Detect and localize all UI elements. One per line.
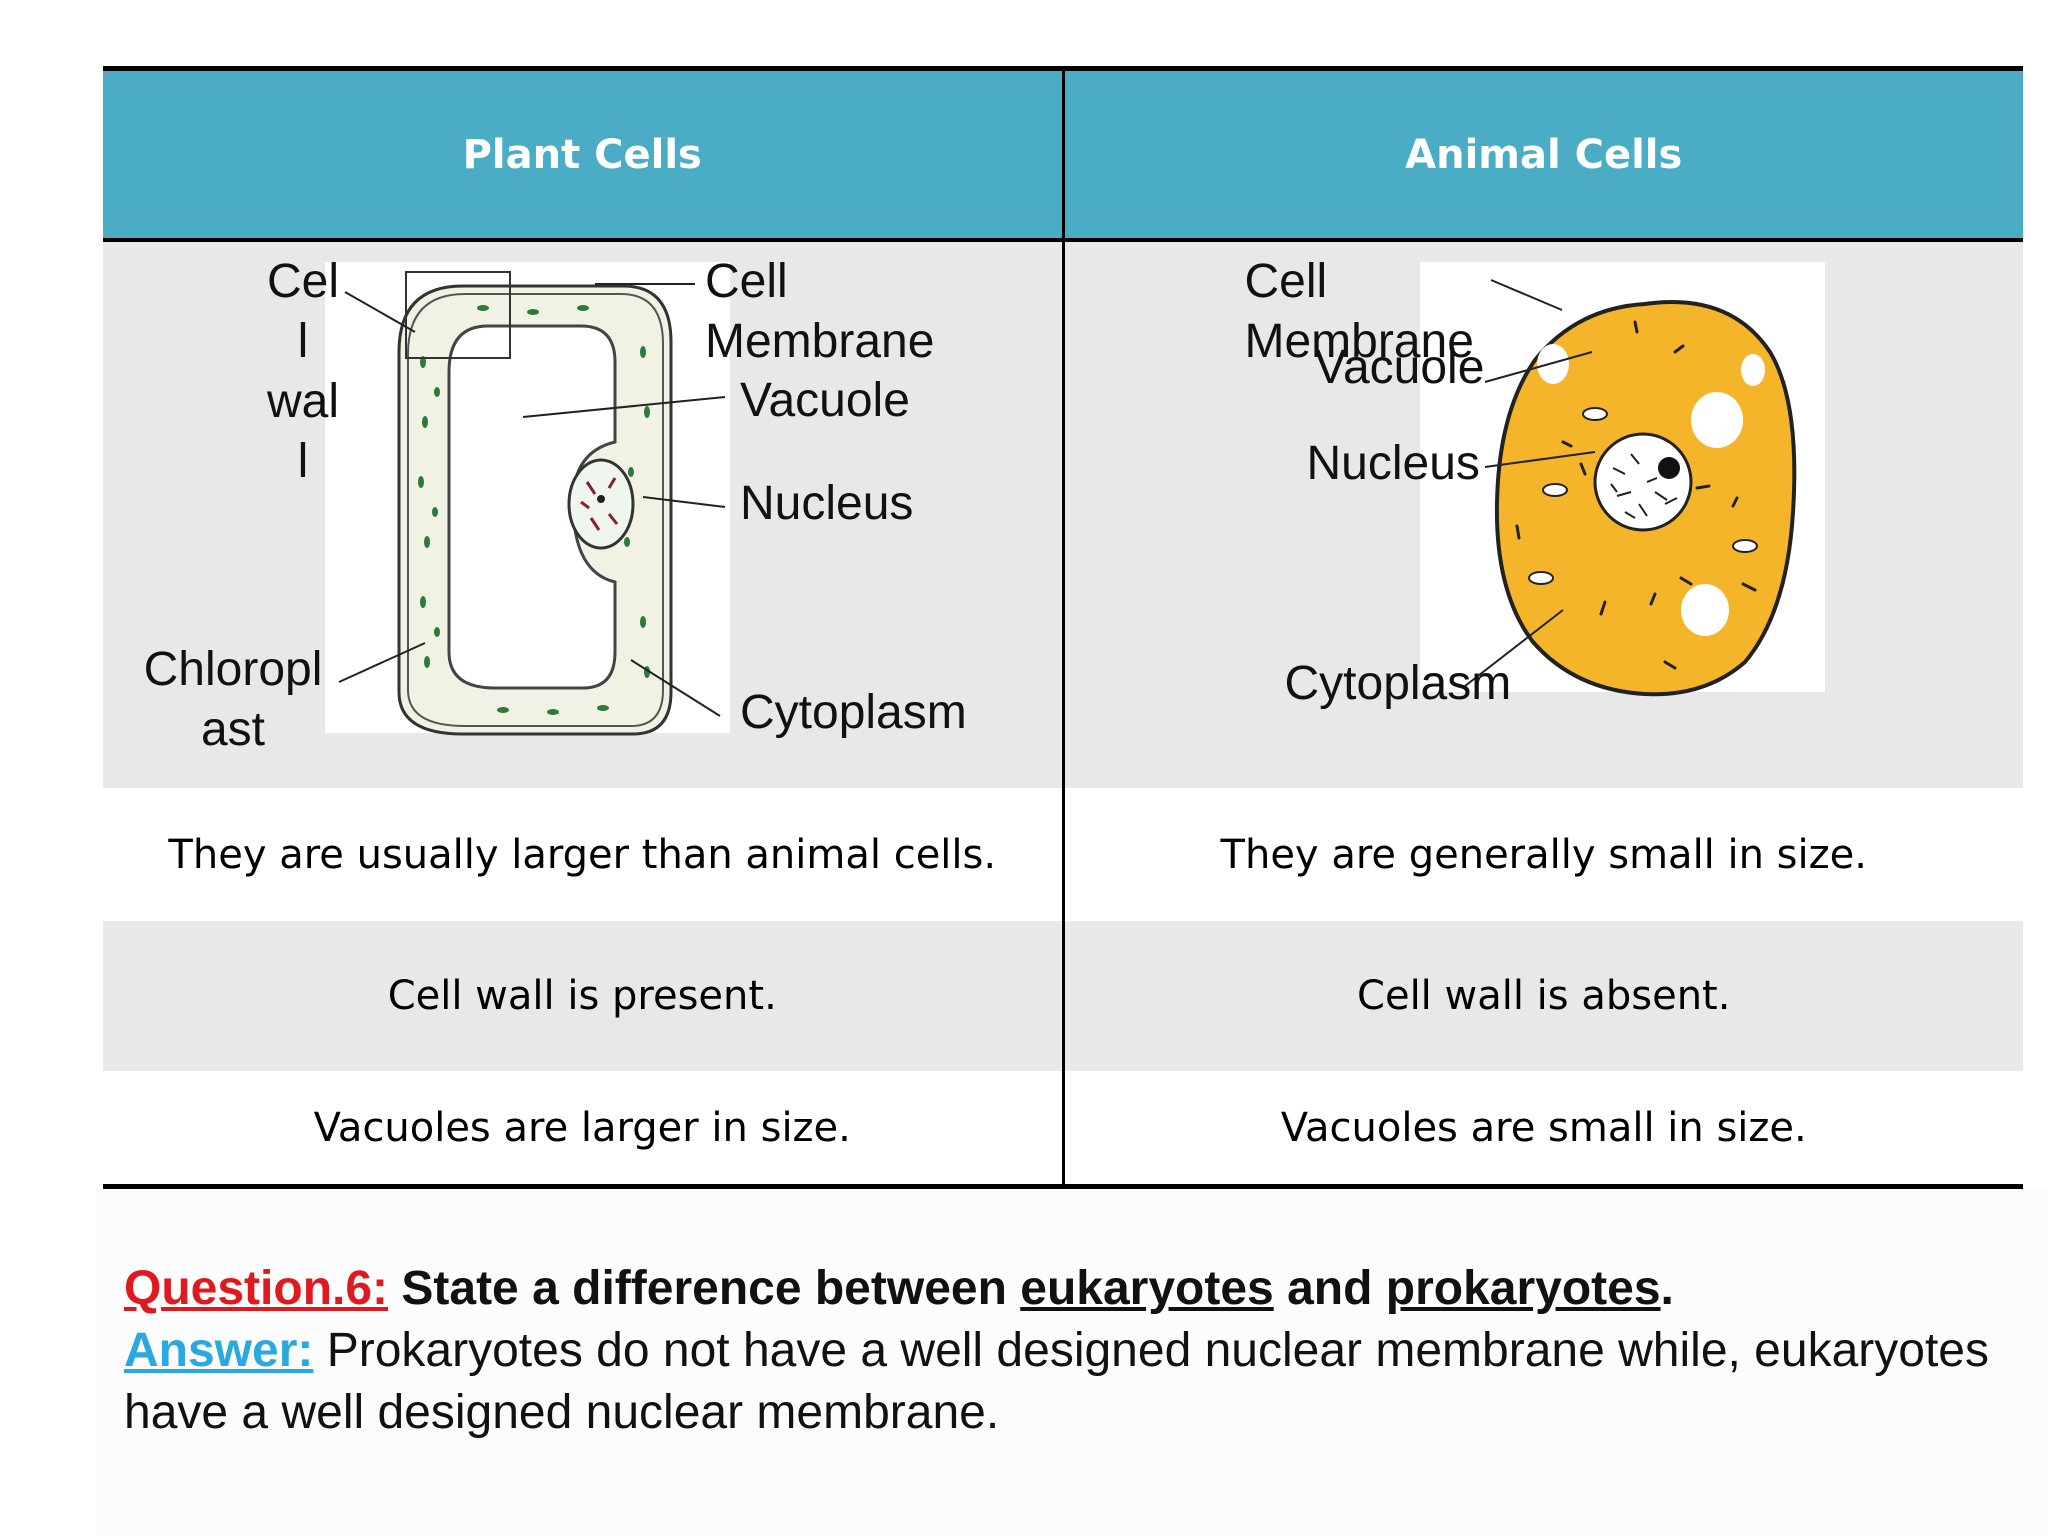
bottom-panel xyxy=(96,1190,2048,1536)
question-term-eukaryotes: eukaryotes xyxy=(1020,1262,1274,1315)
plant-label-cytoplasm: Cytoplasm xyxy=(740,686,967,739)
animal-vacuole-cell: Vacuoles are small in size. xyxy=(1061,1071,2023,1189)
question-end: . xyxy=(1660,1262,1674,1315)
animal-label-vacuole: Vacuole xyxy=(1314,341,1485,394)
answer-text: Prokaryotes do not have a well designed … xyxy=(124,1324,1989,1439)
plant-label-cell-wall: Cel l wal l xyxy=(266,255,340,488)
animal-cell-wall-cell: Cell wall is absent. xyxy=(1061,921,2023,1071)
animal-label-nucleus: Nucleus xyxy=(1306,437,1480,490)
plant-cell-diagram: Cel l wal l Cell Membrane Vacuole Nucleu… xyxy=(103,242,1063,788)
plant-label-cell-membrane: Cell Membrane xyxy=(705,255,935,368)
animal-leader-lines xyxy=(1463,279,1595,687)
plant-leader-lines xyxy=(338,283,726,717)
plant-diagram-cell: Cel l wal l Cell Membrane Vacuole Nucleu… xyxy=(103,240,1063,788)
plant-vacuole-cell: Vacuoles are larger in size. xyxy=(103,1071,1063,1189)
plant-label-vacuole: Vacuole xyxy=(740,374,910,427)
header-animal-cells: Animal Cells xyxy=(1061,66,2023,242)
question-text-and: and xyxy=(1287,1262,1373,1315)
comparison-table: Plant Cells Animal Cells xyxy=(103,66,2023,1189)
question-text-part1: State a difference between xyxy=(401,1262,1007,1315)
answer-tag: Answer: xyxy=(124,1324,314,1377)
cell-wall-zoom-box xyxy=(405,271,511,359)
question-answer-block: Question.6: State a difference between e… xyxy=(124,1258,2004,1444)
plant-nucleus-shape xyxy=(567,458,635,550)
animal-label-cell-membrane: Cell Membrane xyxy=(1244,255,1474,368)
plant-label-chloroplast: Chloropl ast xyxy=(143,643,323,756)
plant-cell-wall-cell: Cell wall is present. xyxy=(103,921,1063,1071)
plant-label-nucleus: Nucleus xyxy=(740,477,914,530)
answer-line: Answer: Prokaryotes do not have a well d… xyxy=(124,1320,2004,1444)
animal-cell-diagram: Cell Membrane Vacuole Nucleus Cytoplasm xyxy=(1065,242,2025,788)
plant-vacuole-shape xyxy=(447,324,617,690)
plant-cell-membrane xyxy=(407,293,664,727)
animal-diagram-cell: Cell Membrane Vacuole Nucleus Cytoplasm xyxy=(1061,240,2025,788)
animal-nucleus-shape xyxy=(1593,432,1692,532)
animal-size-cell: They are generally small in size. xyxy=(1061,788,2023,921)
question-term-prokaryotes: prokaryotes xyxy=(1385,1262,1661,1315)
animal-label-cytoplasm: Cytoplasm xyxy=(1284,657,1512,710)
animal-vacuoles xyxy=(1536,344,1765,636)
header-plant-cells: Plant Cells xyxy=(103,66,1063,242)
question-tag: Question.6: xyxy=(124,1262,389,1315)
plant-size-cell: They are usually larger than animal cell… xyxy=(168,831,997,878)
plant-cell-drawing xyxy=(338,271,726,736)
animal-cell-drawing xyxy=(1463,279,1796,697)
question-line: Question.6: State a difference between e… xyxy=(124,1258,2004,1320)
